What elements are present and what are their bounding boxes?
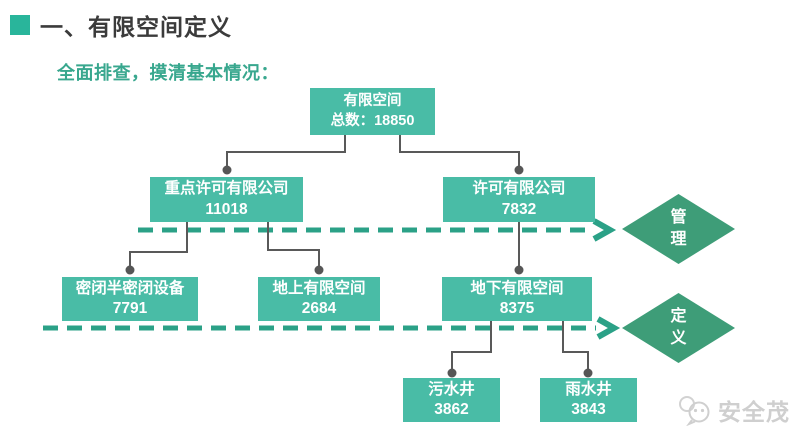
node-label: 许可有限公司 <box>472 180 566 198</box>
node-label: 地上有限空间 <box>272 279 366 297</box>
connector-dot <box>583 368 593 378</box>
diamond-label: 管理 <box>670 209 687 248</box>
connector-dot <box>514 165 524 175</box>
node-value: 3862 <box>434 401 469 418</box>
header: 一、有限空间定义 <box>10 8 232 42</box>
node-value: 8375 <box>499 300 535 317</box>
tree-connectors <box>129 135 589 370</box>
node-rain-well: 雨水井 3843 <box>540 378 637 422</box>
connector-dot <box>314 265 324 275</box>
node-sealed-equipment: 密闭半密闭设备 7791 <box>62 277 198 321</box>
dashed-line-management <box>138 218 617 242</box>
node-label: 重点许可有限公司 <box>164 180 289 198</box>
arrow-right-icon <box>596 316 621 340</box>
node-above-ground-space: 地上有限空间 2684 <box>258 277 380 321</box>
node-label: 雨水井 <box>565 380 612 398</box>
node-value: 2684 <box>301 300 337 317</box>
diamond-label: 定义 <box>670 308 687 347</box>
node-label: 污水井 <box>428 380 475 398</box>
connector-dot <box>125 265 135 275</box>
wechat-bubbles-icon <box>679 396 710 426</box>
connector-dot <box>447 368 457 378</box>
node-value: 7791 <box>112 300 148 317</box>
connector-dots <box>125 165 593 378</box>
node-label: 有限空间 <box>343 93 402 110</box>
node-label: 地下有限空间 <box>470 279 564 297</box>
node-value: 3843 <box>571 401 606 418</box>
node-key-permit-companies: 重点许可有限公司 11018 <box>150 177 303 222</box>
node-underground-space: 地下有限空间 8375 <box>442 277 592 321</box>
connector-dot <box>514 265 524 275</box>
connector <box>399 135 520 166</box>
node-permit-companies: 许可有限公司 7832 <box>443 177 595 222</box>
diamond-definition: 定义 <box>622 293 735 363</box>
connector <box>267 222 320 266</box>
connector <box>451 321 492 370</box>
node-value: 7832 <box>501 200 537 218</box>
watermark-text: 安全茂 <box>718 399 790 425</box>
title-bullet-square <box>10 15 30 35</box>
diamond-management: 管理 <box>622 194 735 264</box>
node-value: 总数：18850 <box>330 112 415 129</box>
connector-dot <box>222 165 232 175</box>
page-subtitle: 全面排查，摸清基本情况： <box>57 63 279 83</box>
connector <box>129 222 188 266</box>
node-total: 有限空间 总数：18850 <box>310 88 435 135</box>
node-sewage-well: 污水井 3862 <box>403 378 500 422</box>
node-value: 11018 <box>205 200 248 218</box>
dashed-line-definition <box>43 316 621 340</box>
page-title: 一、有限空间定义 <box>40 14 232 40</box>
watermark: 安全茂 <box>676 393 790 427</box>
connector <box>226 135 346 166</box>
arrow-right-icon <box>592 218 617 242</box>
node-label: 密闭半密闭设备 <box>75 279 185 297</box>
connector <box>562 321 589 370</box>
